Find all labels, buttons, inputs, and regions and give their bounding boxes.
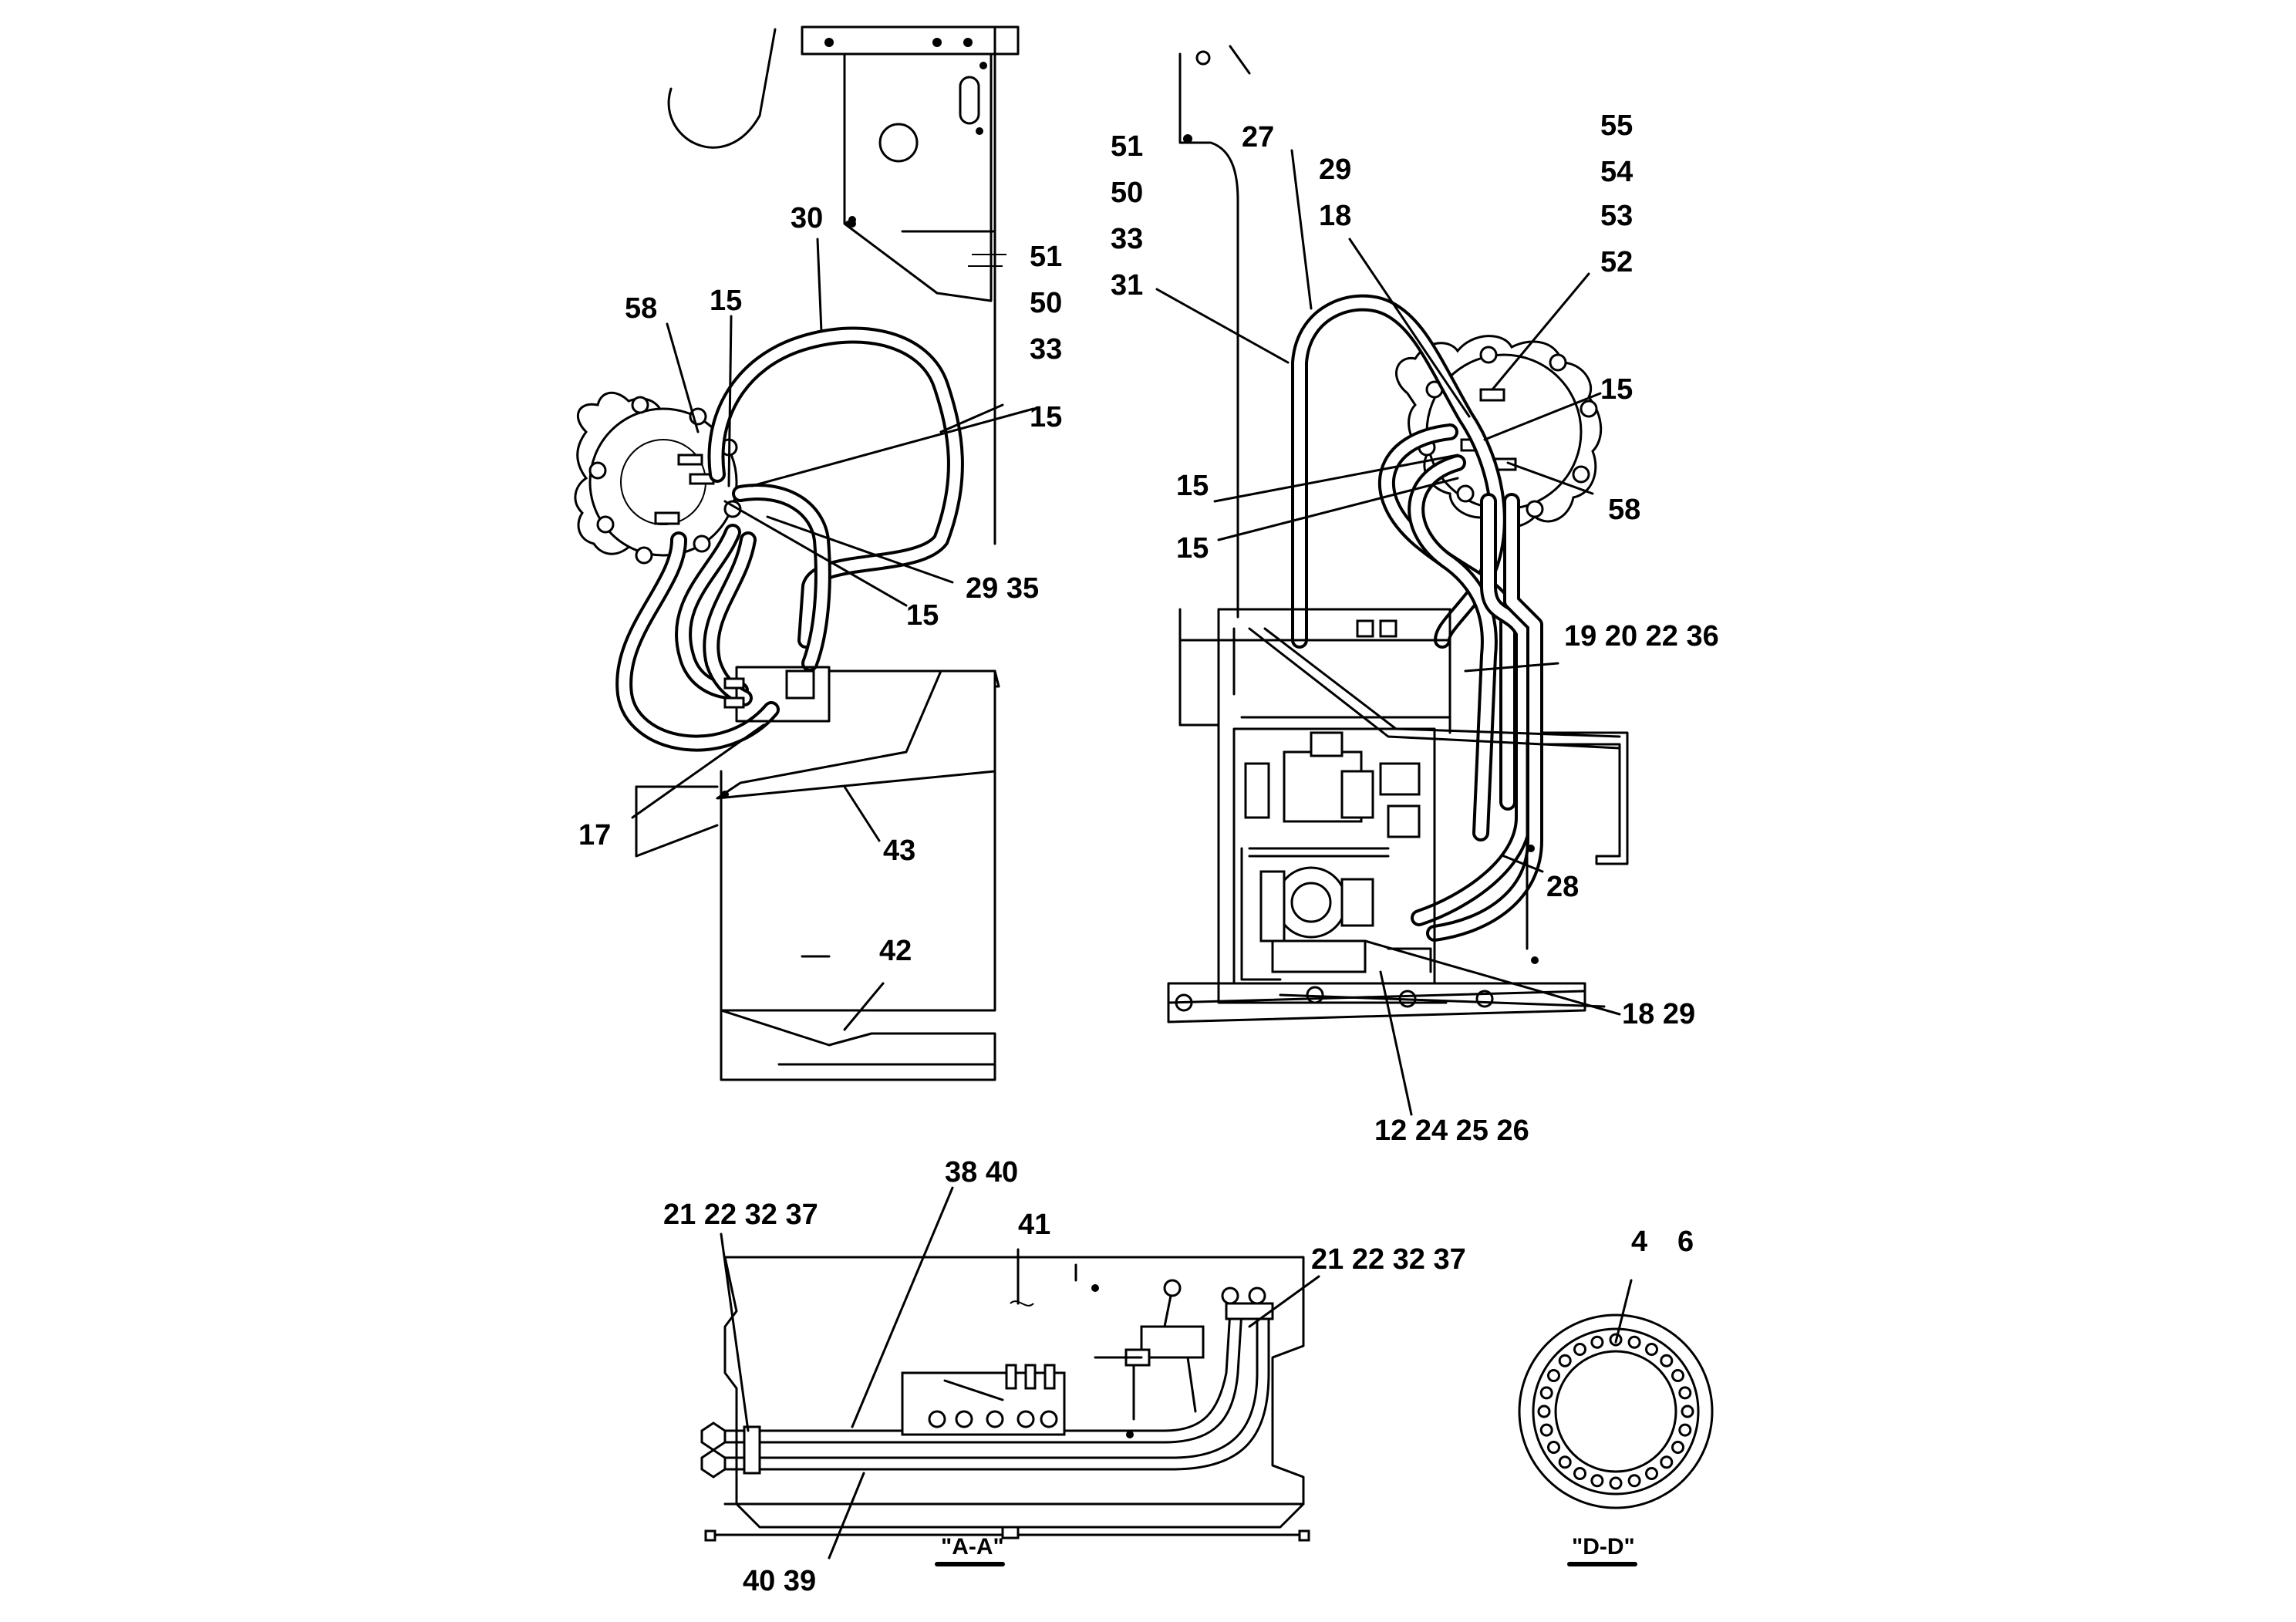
bolt-hole <box>1645 1467 1658 1480</box>
callout-label: 58 <box>1608 494 1640 526</box>
bolt-hole <box>1590 1335 1604 1349</box>
callout-label: 41 <box>1018 1209 1050 1241</box>
callout-label: 53 <box>1600 200 1633 232</box>
bolt-hole <box>1558 1455 1572 1469</box>
bolt-hole <box>1539 1423 1553 1437</box>
callout-label: 51 <box>1111 130 1143 163</box>
bolt-hole <box>1609 1476 1623 1490</box>
bolt-hole <box>1537 1404 1551 1418</box>
callout-label: 51 <box>1030 241 1062 273</box>
callout-label: 33 <box>1111 223 1143 255</box>
bolt-hole <box>1671 1369 1684 1382</box>
callout-label: 15 <box>1600 373 1633 406</box>
callout-label: 15 <box>1176 470 1209 502</box>
callout-label: 43 <box>883 835 915 867</box>
bolt-hole <box>1590 1474 1604 1488</box>
callout-label: 15 <box>710 285 742 317</box>
callout-label: 19 20 22 36 <box>1564 620 1719 653</box>
callout-label: 50 <box>1111 177 1143 209</box>
callout-label: 15 <box>1030 401 1062 433</box>
bolt-hole <box>1547 1441 1560 1454</box>
bolt-hole <box>1678 1386 1692 1400</box>
section-dd-labels: 4 6 "D-D" <box>1572 1226 1694 1560</box>
callout-label: 6 <box>1677 1226 1694 1258</box>
callout-label: 55 <box>1600 110 1633 142</box>
bolt-hole <box>1681 1404 1694 1418</box>
callout-label: 18 29 <box>1622 998 1695 1030</box>
callout-label: 18 <box>1319 200 1351 232</box>
callout-label: 54 <box>1600 156 1633 188</box>
callout-label: 30 <box>791 202 823 234</box>
callout-label: 4 <box>1631 1226 1647 1258</box>
section-dd-view <box>1518 1313 1714 1566</box>
callout-label: 27 <box>1242 121 1274 153</box>
bolt-hole <box>1660 1455 1674 1469</box>
bolt-hole <box>1678 1423 1692 1437</box>
callout-label: 40 39 <box>743 1565 816 1597</box>
bolt-hole <box>1573 1343 1586 1356</box>
callout-label: 33 <box>1030 333 1062 366</box>
left-view-labels: 30 58 15 51 50 33 15 29 35 15 17 43 42 <box>578 202 1062 967</box>
leader-lines <box>631 149 1633 1560</box>
callout-label: 29 35 <box>966 572 1039 605</box>
bolt-hole <box>1627 1335 1641 1349</box>
callout-label: 31 <box>1111 269 1143 302</box>
section-aa-title: "A-A" <box>941 1534 1004 1560</box>
bolt-hole <box>1627 1474 1641 1488</box>
bolt-hole <box>1645 1343 1658 1356</box>
callout-label: 15 <box>906 599 939 632</box>
callout-label: 21 22 32 37 <box>663 1199 818 1231</box>
callout-label: 38 40 <box>945 1156 1018 1189</box>
callout-label: 28 <box>1546 871 1579 903</box>
left-view <box>574 25 1020 1081</box>
section-aa-labels: 21 22 32 37 38 40 41 21 22 32 37 40 39 "… <box>663 1156 1466 1597</box>
bolt-hole <box>1660 1354 1674 1367</box>
bolt-hole <box>1573 1467 1586 1480</box>
callout-label: 12 24 25 26 <box>1374 1114 1529 1147</box>
callout-label: 21 22 32 37 <box>1311 1243 1466 1276</box>
callout-label: 29 <box>1319 153 1351 186</box>
callout-label: 50 <box>1030 287 1062 319</box>
callout-label: 42 <box>879 935 912 967</box>
callout-label: 17 <box>578 819 611 851</box>
callout-label: 58 <box>625 292 657 325</box>
section-dd-title: "D-D" <box>1572 1534 1635 1560</box>
bolt-hole <box>1539 1386 1553 1400</box>
right-view-labels: 51 50 33 31 27 29 18 55 54 53 52 15 15 1… <box>1111 110 1719 1147</box>
callout-label: 52 <box>1600 246 1633 278</box>
bolt-hole <box>1671 1441 1684 1454</box>
bolt-hole <box>1558 1354 1572 1367</box>
callout-label: 15 <box>1176 532 1209 565</box>
bolt-hole <box>1547 1369 1560 1382</box>
bolt-hole-ring <box>1537 1333 1694 1490</box>
section-aa-view <box>700 1256 1310 1566</box>
